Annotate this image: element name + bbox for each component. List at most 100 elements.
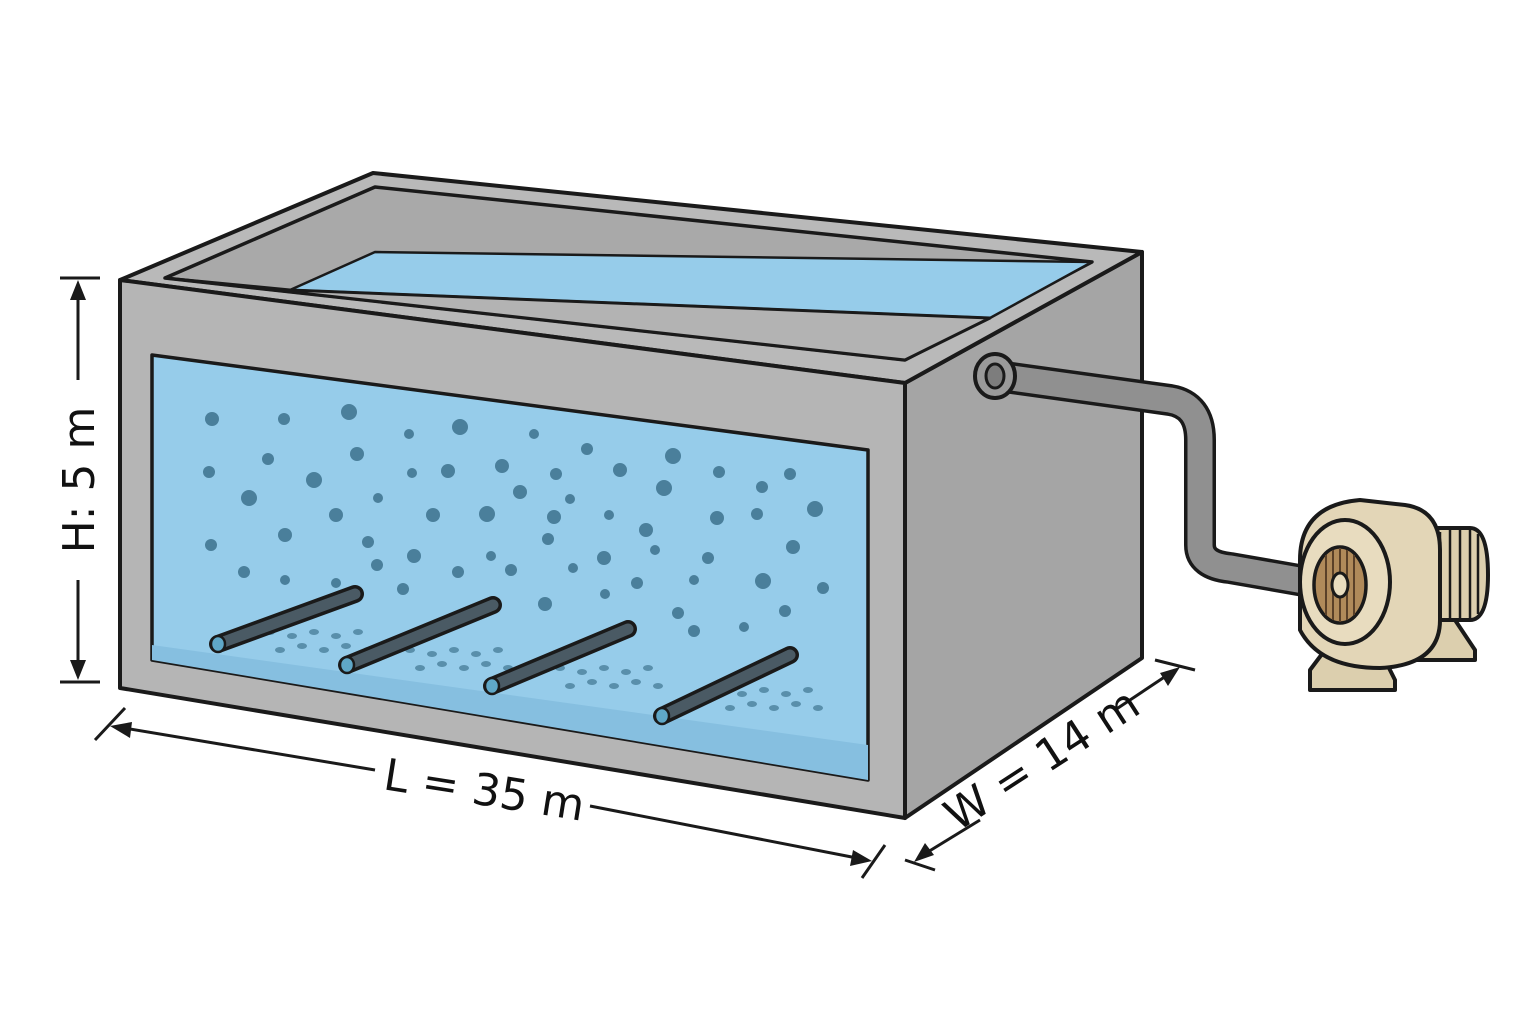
bubble <box>779 605 791 617</box>
diffuser-pipe <box>209 585 364 654</box>
height-dimension <box>60 276 100 684</box>
bubble <box>786 540 800 554</box>
water-bottom-shade <box>152 645 868 780</box>
fine-bubble <box>449 647 459 653</box>
fine-bubble <box>621 669 631 675</box>
length-dimension <box>93 706 887 879</box>
bubble <box>597 551 611 565</box>
bubble <box>486 551 496 561</box>
bubble <box>362 536 374 548</box>
fine-bubble <box>341 643 351 649</box>
fine-bubble <box>609 683 619 689</box>
fine-bubble <box>565 683 575 689</box>
bubble <box>397 583 409 595</box>
bubble <box>329 508 343 522</box>
bubble <box>341 404 357 420</box>
bubble <box>713 466 725 478</box>
fine-bubble <box>599 665 609 671</box>
bubble <box>513 485 527 499</box>
diffuser-pipe <box>338 596 502 675</box>
fine-bubble <box>781 691 791 697</box>
height-label: H: 5 m <box>54 407 105 554</box>
bubble <box>241 490 257 506</box>
width-dimension <box>904 658 1196 872</box>
fine-bubble <box>427 651 437 657</box>
bubble <box>751 508 763 520</box>
bubble <box>550 468 562 480</box>
bubble <box>604 510 614 520</box>
bubble <box>755 573 771 589</box>
bubble <box>278 413 290 425</box>
fine-bubble <box>759 687 769 693</box>
bubble <box>238 566 250 578</box>
fine-bubble <box>287 633 297 639</box>
bubble <box>479 506 495 522</box>
bubble <box>538 597 552 611</box>
bubble <box>495 459 509 473</box>
bubble <box>639 523 653 537</box>
bubble <box>547 510 561 524</box>
bubble <box>350 447 364 461</box>
bubble <box>565 494 575 504</box>
bubble <box>407 549 421 563</box>
fine-bubble <box>481 661 491 667</box>
fine-bubble <box>471 651 481 657</box>
bubble <box>371 559 383 571</box>
fine-bubble <box>643 665 653 671</box>
fine-bubble <box>653 683 663 689</box>
tank <box>118 171 1144 820</box>
fine-bubble <box>353 629 363 635</box>
fine-bubble <box>297 643 307 649</box>
bubble <box>280 575 290 585</box>
fine-bubble <box>587 679 597 685</box>
diffuser-pipe <box>483 620 637 696</box>
bubble <box>262 453 274 465</box>
bubble <box>581 443 593 455</box>
bubble <box>306 472 322 488</box>
air-blower <box>1298 498 1490 692</box>
bubble <box>631 577 643 589</box>
bubble <box>441 464 455 478</box>
fine-bubble <box>459 665 469 671</box>
bubble <box>505 564 517 576</box>
bubble <box>373 493 383 503</box>
fine-bubble <box>319 647 329 653</box>
bubble <box>784 468 796 480</box>
bubble <box>203 466 215 478</box>
bubble <box>688 625 700 637</box>
fine-bubble <box>769 705 779 711</box>
bubble <box>710 511 724 525</box>
fine-bubble <box>803 687 813 693</box>
bubble <box>426 508 440 522</box>
bubble <box>739 622 749 632</box>
fine-bubble <box>577 669 587 675</box>
air-supply-pipe <box>973 352 1326 598</box>
bubble <box>407 468 417 478</box>
bubble <box>331 578 341 588</box>
bubble <box>568 563 578 573</box>
fine-bubble <box>331 633 341 639</box>
bubble <box>807 501 823 517</box>
bubble <box>542 533 554 545</box>
bubble <box>278 528 292 542</box>
fine-bubble <box>747 701 757 707</box>
fine-bubble <box>437 661 447 667</box>
fine-bubble <box>737 691 747 697</box>
fine-bubble <box>275 647 285 653</box>
diffuser-pipe <box>653 646 799 726</box>
bubble <box>672 607 684 619</box>
bubble <box>756 481 768 493</box>
bubble <box>600 589 610 599</box>
water-surface-front <box>163 276 992 362</box>
bubble <box>817 582 829 594</box>
bubble <box>404 429 414 439</box>
bubble <box>656 480 672 496</box>
bubble <box>452 419 468 435</box>
bubble <box>205 412 219 426</box>
fine-bubble <box>631 679 641 685</box>
bubble <box>665 448 681 464</box>
fine-bubble <box>813 705 823 711</box>
fine-bubble <box>309 629 319 635</box>
bubble <box>689 575 699 585</box>
